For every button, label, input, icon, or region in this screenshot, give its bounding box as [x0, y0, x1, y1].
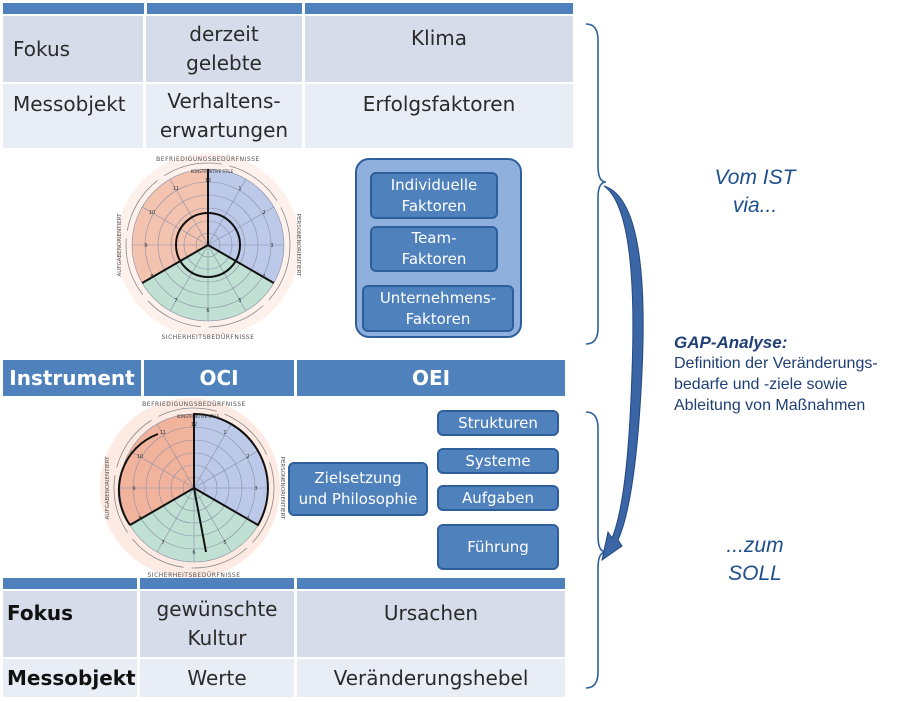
wheel-num: 7 — [174, 298, 177, 304]
wheel-top-label: BEFRIEDIGUNGSBEDÜRFNISSE — [156, 156, 260, 163]
wheel-num: 11 — [173, 186, 179, 192]
wheel-right-label: PERSONENORIENTIERT — [279, 457, 285, 520]
divider — [137, 578, 140, 589]
bottom-brace — [585, 411, 607, 689]
gap-analyse-title: GAP-Analyse: — [674, 333, 788, 352]
wheel-bottom-label: SICHERHEITSBEDÜRFNISSE — [162, 334, 255, 341]
oci-wheel-top: BEFRIEDIGUNGSBEDÜRFNISSE SICHERHEITSBEDÜ… — [108, 152, 308, 342]
wheel-left-label: AUFGABENORIENTIERT — [105, 456, 111, 520]
wheel-num: 6 — [206, 308, 209, 314]
header-instrument: Instrument — [3, 360, 141, 396]
wheel-num: 3 — [254, 486, 257, 492]
gap-line: Definition der Veränderungs- — [674, 355, 878, 372]
wheel-num: 2 — [262, 210, 265, 216]
gap-analyse-text: GAP-Analyse: Definition der Veränderungs… — [674, 332, 919, 416]
bottom-table-bar — [3, 578, 565, 589]
factor-team: Team- Faktoren — [370, 226, 498, 272]
wheel-num: 5 — [223, 540, 226, 546]
divider — [294, 578, 297, 589]
top-fokus-oei: Klima — [305, 16, 573, 82]
top-fokus-label: Fokus — [3, 16, 143, 82]
circumplex-chart: BEFRIEDIGUNGSBEDÜRFNISSE SICHERHEITSBEDÜ… — [116, 153, 301, 341]
bottom-messobjekt-label: Messobjekt — [3, 659, 137, 697]
wheel-sub-top-label: KONSTRUKTIVE STILE — [177, 414, 220, 419]
wheel-num: 9 — [144, 243, 147, 249]
top-messobjekt-label: Messobjekt — [3, 84, 143, 148]
wheel-num: 10 — [149, 210, 155, 216]
divider — [144, 3, 147, 14]
vom-ist-text: Vom IST via... — [714, 166, 796, 217]
zum-soll-text: ...zum SOLL — [726, 534, 784, 585]
top-brace — [585, 23, 607, 345]
gap-line: Ableitung von Maßnahmen — [674, 397, 866, 414]
top-messobjekt-oei: Erfolgsfaktoren — [305, 84, 573, 148]
wheel-num: 4 — [262, 274, 265, 280]
box-zielsetzung: Zielsetzung und Philosophie — [288, 462, 428, 516]
wheel-num: 6 — [192, 550, 195, 556]
box-systeme: Systeme — [437, 448, 559, 474]
header-oci: OCI — [144, 360, 294, 396]
wheel-num: 8 — [138, 516, 141, 522]
wheel-top-label: BEFRIEDIGUNGSBEDÜRFNISSE — [142, 401, 246, 408]
wheel-num: 10 — [137, 454, 143, 460]
braces-and-arrow — [585, 23, 644, 689]
divider — [302, 3, 305, 14]
factor-individuelle: Individuelle Faktoren — [370, 172, 498, 219]
box-aufgaben: Aufgaben — [437, 485, 559, 511]
box-fuehrung: Führung — [437, 524, 559, 570]
wheel-num: 3 — [270, 243, 273, 249]
wheel-num: 5 — [238, 298, 241, 304]
wheel-right-label: PERSONENORIENTIERT — [295, 214, 301, 277]
wheel-sub-top-label: KONSTRUKTIVE STILE — [191, 169, 234, 174]
circumplex-chart: BEFRIEDIGUNGSBEDÜRFNISSE SICHERHEITSBEDÜ… — [100, 398, 285, 579]
gap-line: bedarfe und -ziele sowie — [674, 376, 848, 393]
bottom-messobjekt-oci: Werte — [140, 659, 294, 697]
header-oei: OEI — [297, 360, 565, 396]
curved-arrow-icon — [601, 185, 644, 562]
bottom-messobjekt-oei: Veränderungshebel — [297, 659, 565, 697]
top-table-bar — [3, 3, 573, 14]
oci-wheel-bottom: BEFRIEDIGUNGSBEDÜRFNISSE SICHERHEITSBEDÜ… — [94, 398, 294, 580]
wheel-num: 12 — [205, 178, 211, 184]
box-strukturen: Strukturen — [437, 410, 559, 436]
wheel-num: 11 — [160, 430, 166, 436]
wheel-num: 8 — [150, 274, 153, 280]
top-messobjekt-oci: Verhaltens- erwartungen — [146, 84, 302, 148]
wheel-num: 4 — [246, 516, 249, 522]
wheel-num: 12 — [191, 422, 197, 428]
bottom-fokus-label: Fokus — [3, 591, 137, 657]
wheel-num: 1 — [238, 186, 241, 192]
top-fokus-oci: derzeit gelebte — [146, 16, 302, 82]
wheel-num: 2 — [246, 454, 249, 460]
wheel-num: 7 — [161, 540, 164, 546]
bottom-fokus-oei: Ursachen — [297, 591, 565, 657]
bottom-fokus-oci: gewünschte Kultur — [140, 591, 294, 657]
wheel-num: 1 — [223, 430, 226, 436]
factor-unternehmen: Unternehmens- Faktoren — [362, 285, 514, 332]
wheel-bottom-label: SICHERHEITSBEDÜRFNISSE — [148, 572, 241, 579]
wheel-left-label: AUFGABENORIENTIERT — [117, 213, 123, 277]
wheel-num: 9 — [132, 486, 135, 492]
